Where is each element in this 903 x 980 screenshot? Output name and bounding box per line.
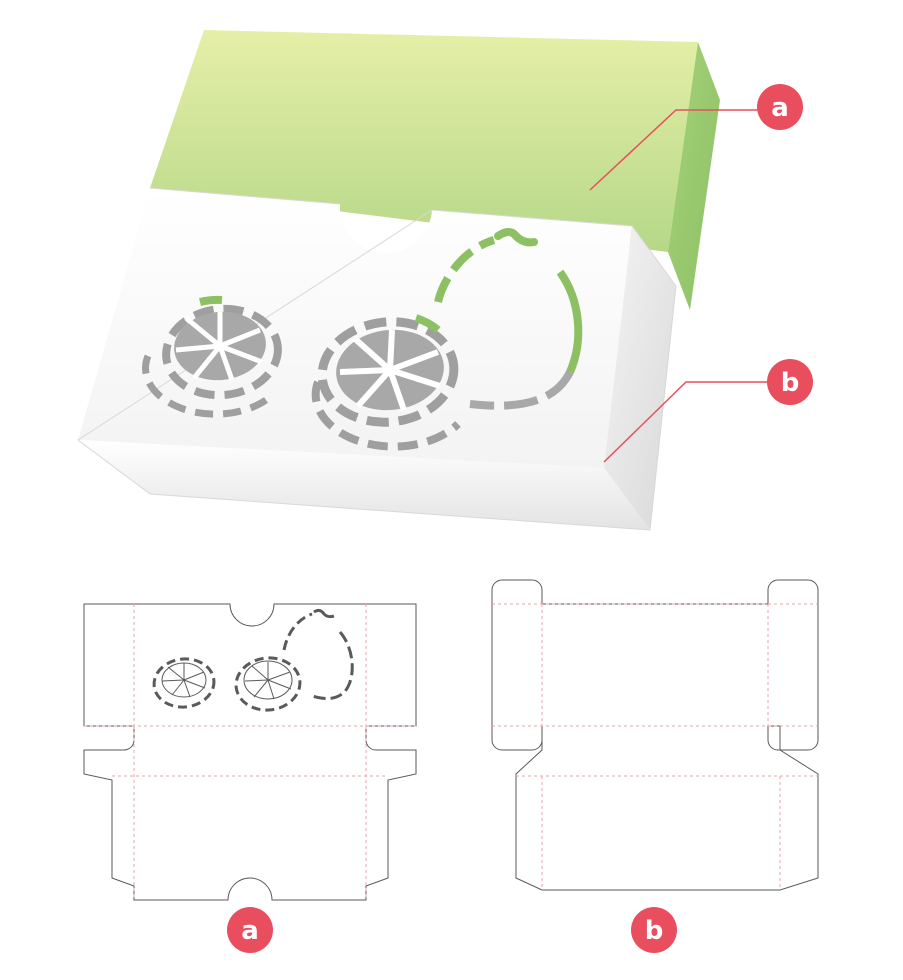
lime-slice-icon xyxy=(142,295,282,418)
lime-whole-icon xyxy=(434,228,583,410)
sleeve-dieline-lime-whole-icon xyxy=(282,608,354,700)
sleeve-dieline-cut xyxy=(83,603,417,901)
sleeve-dieline-folds xyxy=(84,604,416,900)
tray-dieline-folds xyxy=(492,603,818,890)
callout-leader-b xyxy=(603,381,768,463)
callout-badge-a-label: a xyxy=(771,93,789,123)
sleeve-dieline xyxy=(83,603,417,901)
tray-outline xyxy=(77,187,677,531)
sleeve-side-face xyxy=(668,42,720,310)
callout-badge-b: b xyxy=(767,359,813,405)
dieline-caption-b: b xyxy=(631,907,677,953)
dieline-caption-a: a xyxy=(227,907,273,953)
sleeve-dieline-lime-slice-icon xyxy=(152,657,216,709)
tray-3d xyxy=(77,187,677,531)
callout-badge-b-label: b xyxy=(781,368,800,398)
box-3d-view: a b xyxy=(77,30,813,531)
lime-half-icon xyxy=(311,314,461,451)
tray-dieline xyxy=(491,579,819,891)
tray-front-face xyxy=(78,440,650,530)
sleeve-dieline-lime-half-icon xyxy=(234,656,302,712)
sleeve-top-face xyxy=(150,30,698,252)
tray-dieline-cut xyxy=(491,579,819,891)
callout-leader-a xyxy=(589,109,758,191)
sleeve-3d xyxy=(150,30,720,310)
dieline-caption-a-label: a xyxy=(241,916,259,946)
tray-top-face xyxy=(78,188,632,468)
callout-badge-a: a xyxy=(757,84,803,130)
dieline-caption-b-label: b xyxy=(645,916,664,946)
